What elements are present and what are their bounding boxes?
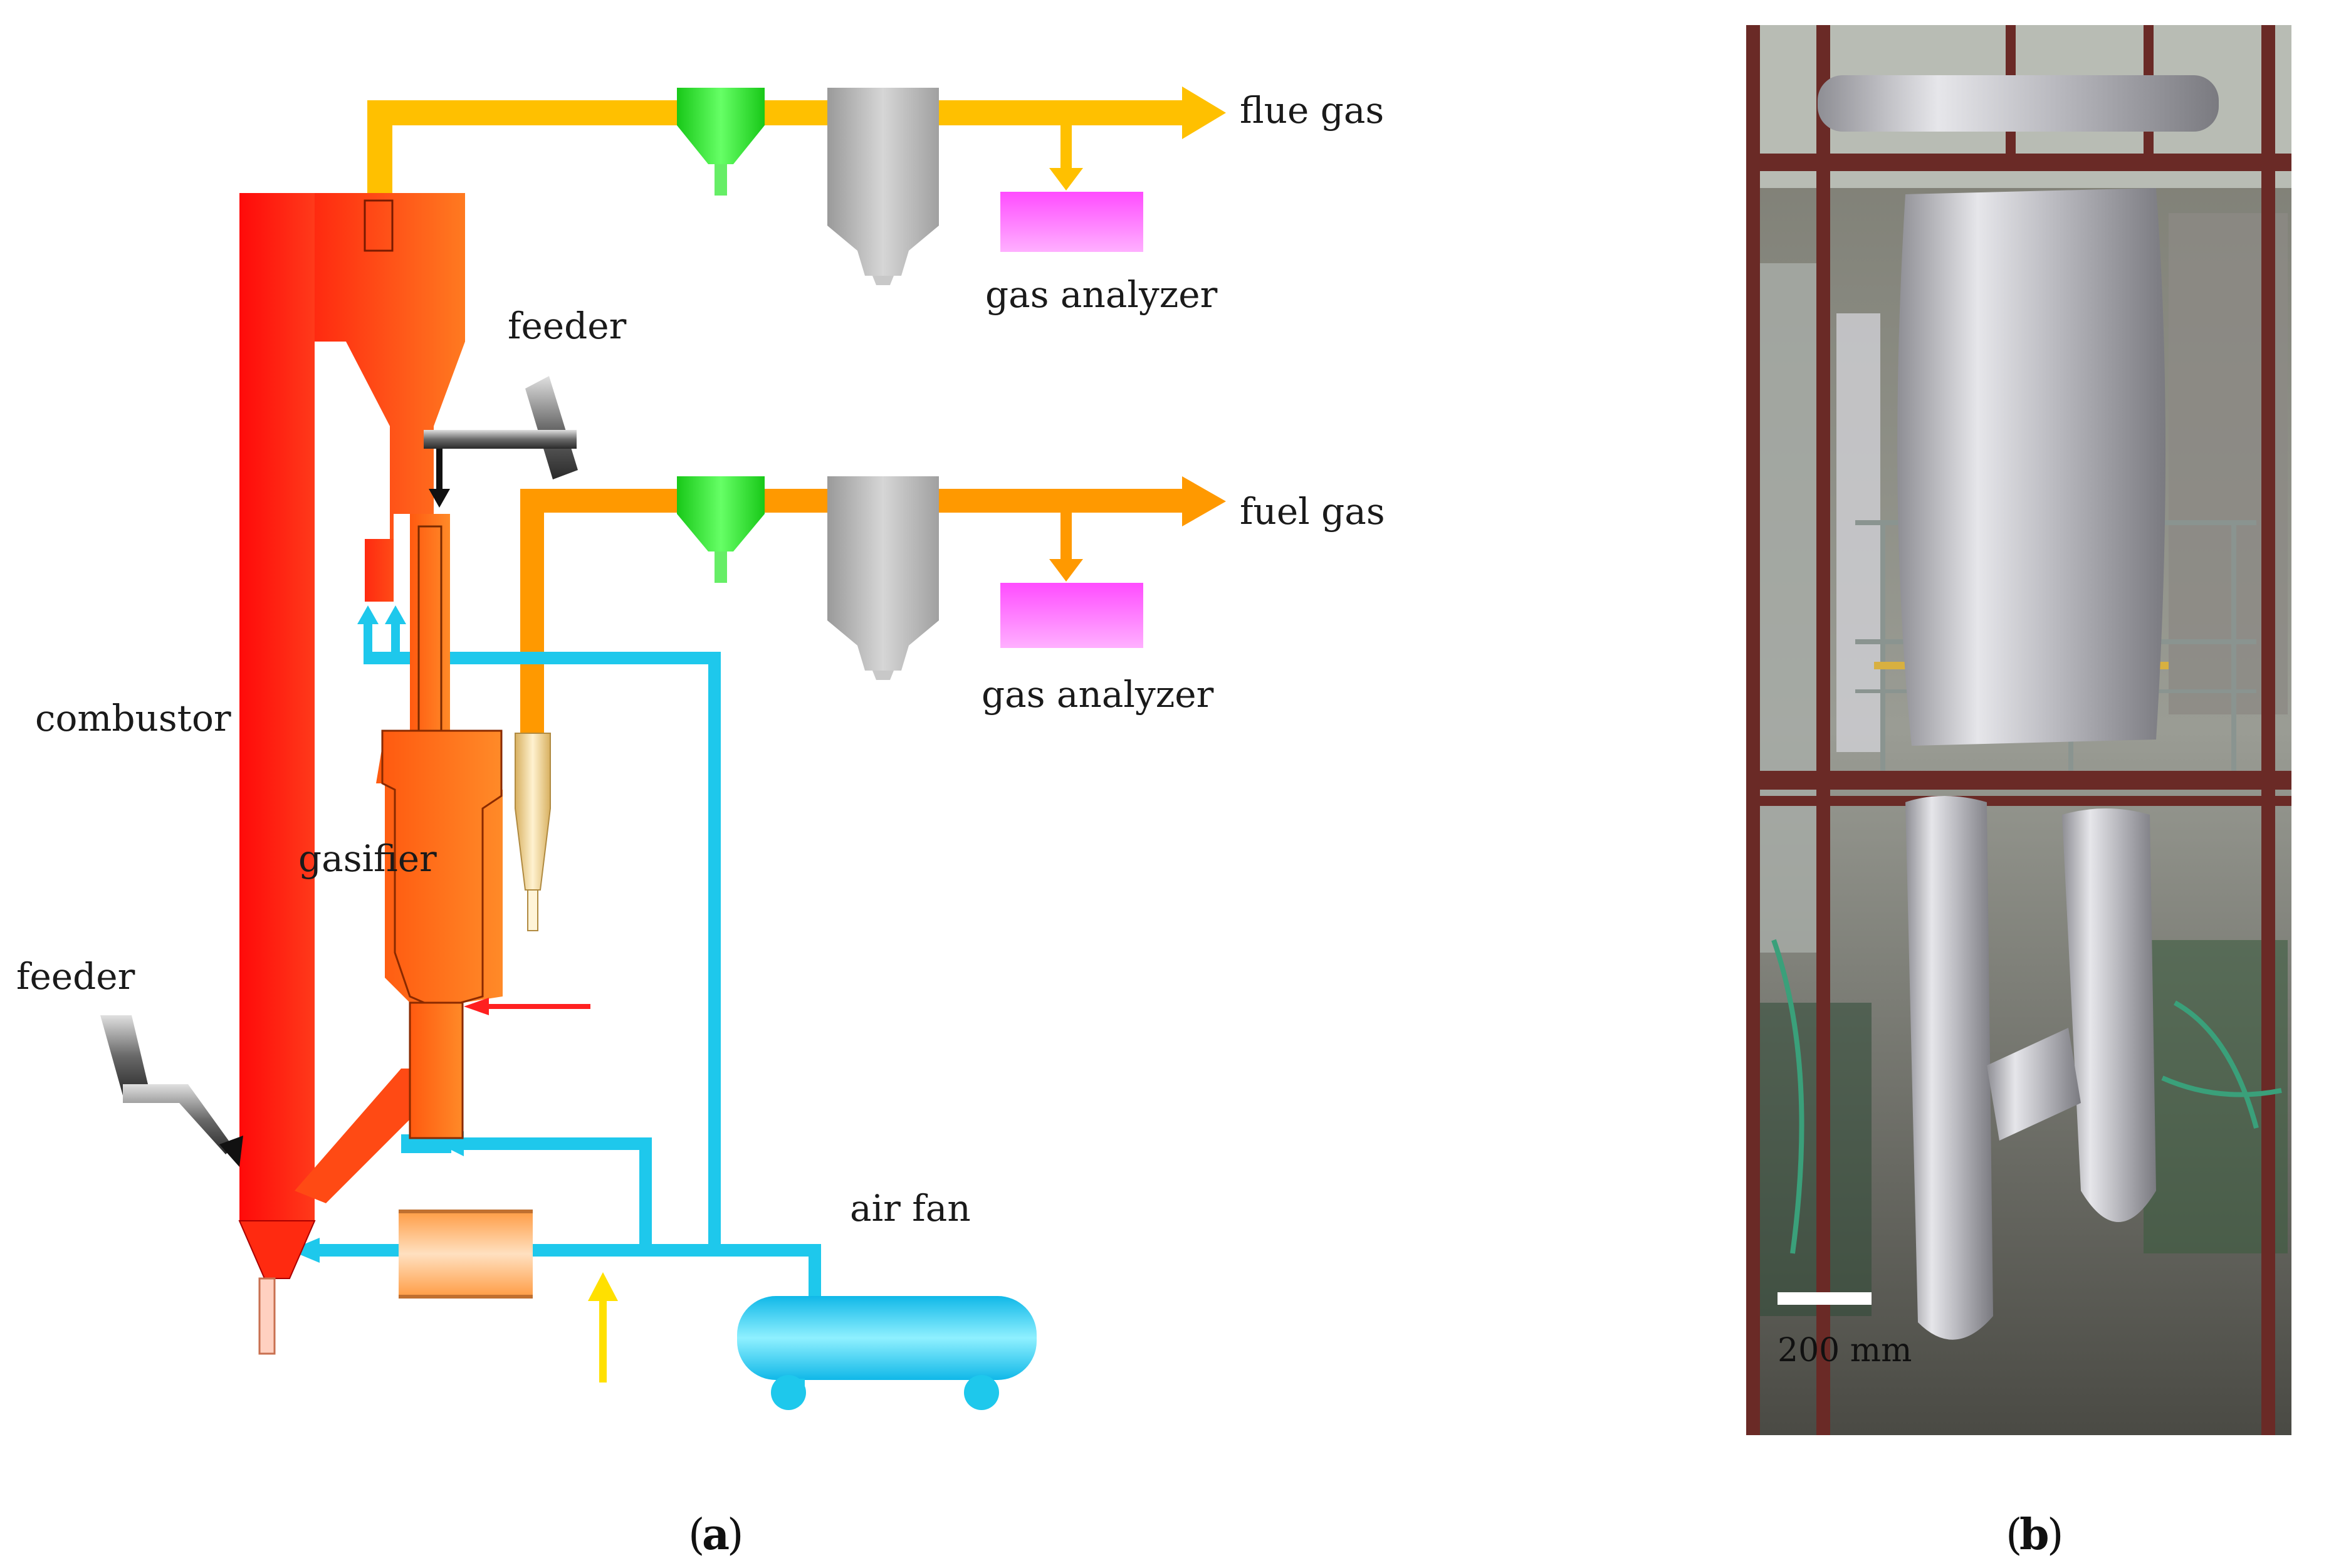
scale-bar — [1778, 1292, 1872, 1305]
label-gas-analyzer-fuel: gas analyzer — [982, 673, 1214, 716]
top-duct — [1818, 75, 2219, 132]
feeder-top-arrow-icon — [429, 489, 450, 508]
air-fan-wheel-left-icon — [771, 1375, 806, 1410]
flue-gas-line — [367, 86, 1226, 247]
flue-gas-arrow-icon — [1182, 86, 1226, 139]
facility-photo: 200 mm — [1746, 25, 2291, 1435]
yellow-input-arrow — [588, 1272, 618, 1382]
steel-frame — [1746, 25, 2291, 1435]
label-air-fan: air fan — [850, 1187, 971, 1230]
caption-a-close-paren: ) — [727, 1510, 744, 1560]
caption-b-open-paren: ( — [2006, 1510, 2023, 1560]
fuel-gas-arrow-icon — [1182, 476, 1226, 526]
air-arrow-cyclone-2-icon — [385, 605, 406, 624]
scale-bar-label: 200 mm — [1778, 1332, 1912, 1369]
caption-a-open-paren: ( — [688, 1510, 705, 1560]
flue-cyclone-filter — [677, 88, 765, 196]
process-diagram: flue gas fuel gas gas analyzer gas analy… — [16, 86, 1385, 1410]
heater-arrow-icon — [464, 998, 489, 1015]
feeder-left-arrow-icon — [219, 1136, 243, 1167]
flue-analyzer-tap-arrow-icon — [1049, 168, 1083, 191]
combustor — [238, 193, 465, 1355]
label-gas-analyzer-flue: gas analyzer — [985, 273, 1218, 316]
air-arrow-cyclone-1-icon — [357, 605, 379, 624]
combustor-cyclone — [315, 193, 465, 602]
gas-analyzer-fuel — [1000, 583, 1143, 648]
label-flue-gas: flue gas — [1240, 89, 1384, 132]
caption-b-close-paren: ) — [2047, 1510, 2064, 1560]
fuel-dust-collector — [827, 476, 939, 680]
hoses — [1771, 939, 2282, 1254]
gasifier — [376, 514, 590, 1139]
air-supply-lines — [290, 605, 821, 1297]
gasifier-cyclone — [515, 733, 551, 931]
fuel-cyclone-filter — [677, 476, 765, 583]
label-feeder-left: feeder — [16, 955, 135, 998]
label-combustor: combustor — [35, 697, 231, 740]
fuel-analyzer-tap-arrow-icon — [1049, 559, 1083, 582]
label-feeder-top: feeder — [508, 305, 627, 347]
upper-vessel — [1897, 188, 2165, 746]
air-fan-wheel-right-icon — [964, 1375, 999, 1410]
caption-b-letter: b — [2019, 1510, 2050, 1560]
lower-left-column — [1905, 796, 1993, 1340]
caption-a-letter: a — [702, 1510, 730, 1560]
flue-dust-collector — [827, 88, 939, 285]
air-fan — [737, 1296, 1037, 1410]
air-arrow-combustor-icon — [290, 1238, 320, 1263]
gas-analyzer-flue — [1000, 192, 1143, 252]
preheater — [399, 1210, 533, 1299]
feeder-top — [424, 376, 578, 508]
label-fuel-gas: fuel gas — [1240, 490, 1385, 533]
connecting-branch — [1987, 1028, 2081, 1141]
yellow-up-arrow-icon — [588, 1272, 618, 1301]
label-gasifier: gasifier — [298, 837, 437, 880]
lower-right-column — [2062, 808, 2156, 1222]
feeder-left — [100, 1015, 243, 1167]
